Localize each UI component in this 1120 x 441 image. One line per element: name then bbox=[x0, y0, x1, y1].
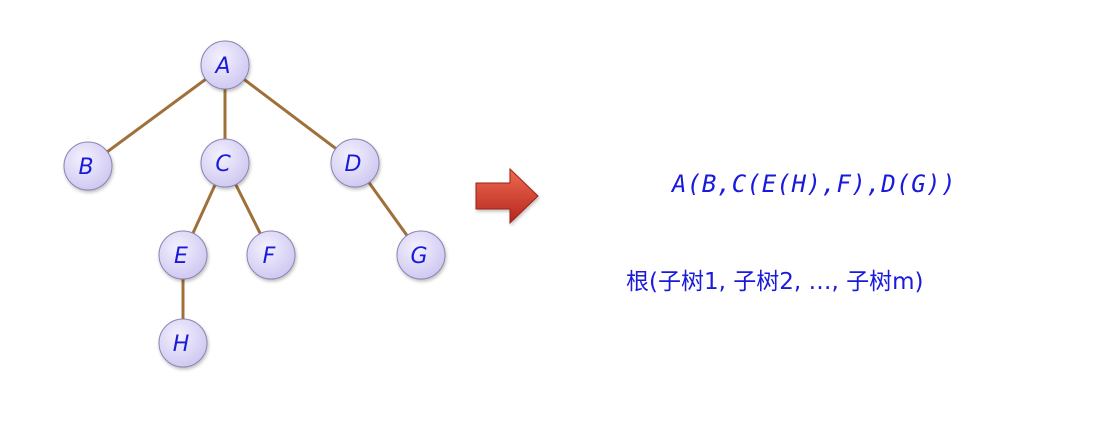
right-arrow-icon bbox=[475, 167, 539, 225]
node-label: B bbox=[78, 155, 93, 180]
node-circle bbox=[200, 138, 250, 188]
node-circle bbox=[330, 138, 380, 188]
tree-node-B: B bbox=[63, 141, 113, 191]
node-label: E bbox=[174, 244, 188, 269]
edge-A-B bbox=[87, 63, 226, 168]
node-label: D bbox=[345, 152, 362, 177]
tree-node-G: G bbox=[396, 230, 446, 280]
tree-node-C: C bbox=[200, 138, 250, 188]
node-label: C bbox=[215, 152, 231, 177]
tree-nodes: A B C D E F G H bbox=[63, 40, 446, 368]
general-form-expression: 根(子树1, 子树2, …, 子树m) bbox=[626, 269, 924, 295]
node-circle bbox=[200, 40, 250, 90]
node-circle bbox=[246, 230, 296, 280]
node-label: A bbox=[213, 54, 230, 79]
node-circle bbox=[158, 318, 208, 368]
nested-expression: A(B,C(E(H),F),D(G)) bbox=[672, 170, 957, 198]
node-circle bbox=[396, 230, 446, 280]
tree-edges bbox=[87, 63, 423, 343]
tree-node-D: D bbox=[330, 138, 380, 188]
node-label: F bbox=[263, 244, 276, 269]
tree-node-A: A bbox=[200, 40, 250, 90]
node-circle bbox=[158, 230, 208, 280]
tree-node-F: F bbox=[246, 230, 296, 280]
node-label: H bbox=[173, 332, 190, 357]
node-label: G bbox=[410, 244, 427, 269]
edge-A-D bbox=[224, 63, 356, 165]
tree-node-E: E bbox=[158, 230, 208, 280]
tree-node-H: H bbox=[158, 318, 208, 368]
node-circle bbox=[63, 141, 113, 191]
